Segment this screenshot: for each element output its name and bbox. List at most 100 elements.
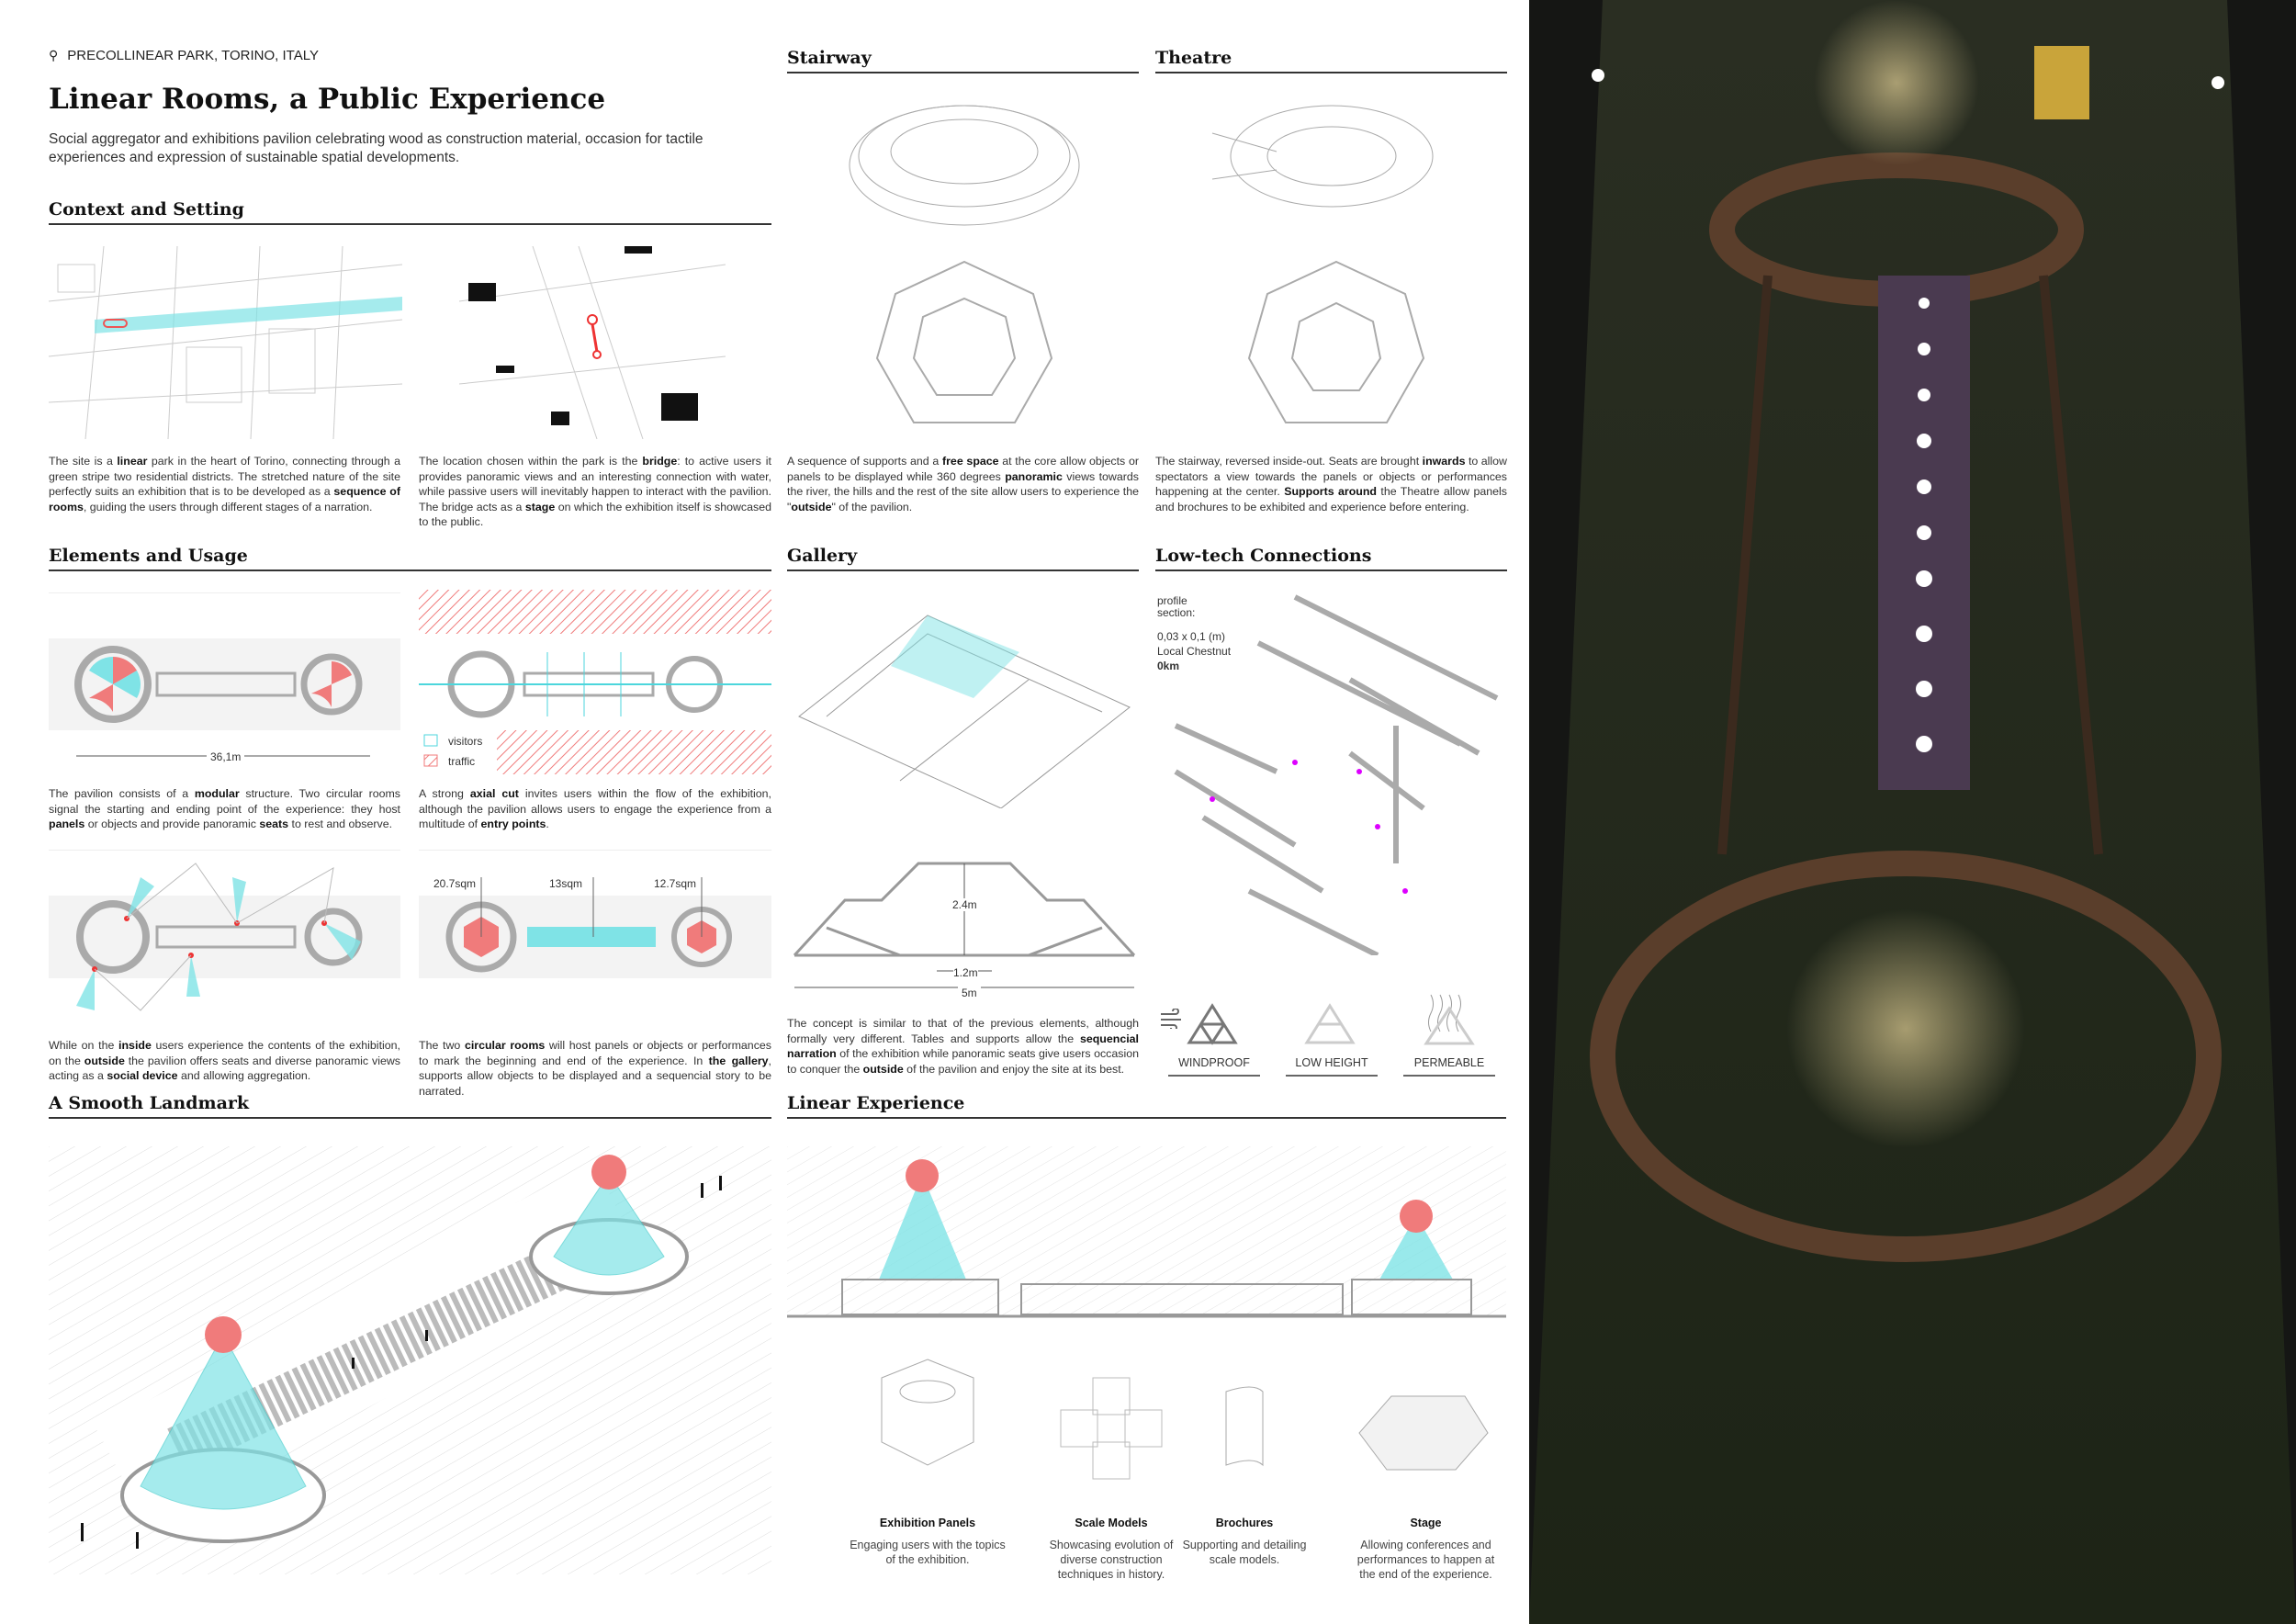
emphasis-text: modular bbox=[194, 787, 240, 800]
text-segment: on which the exhibition itself is showca… bbox=[419, 500, 771, 529]
heading-theatre: Theatre bbox=[1155, 48, 1507, 73]
modular-plan-diagram bbox=[49, 592, 400, 757]
low-height-icon bbox=[1304, 1003, 1356, 1044]
emphasis-text: linear bbox=[117, 455, 148, 468]
text-segment: users experience the contents of the exh… bbox=[49, 1039, 400, 1067]
length-label: 36,1m bbox=[207, 750, 245, 763]
height-label: 2.4m bbox=[952, 898, 977, 911]
profile-label: profile section: bbox=[1157, 594, 1196, 619]
brochures-drawing bbox=[1225, 1386, 1264, 1467]
location-pin-icon: ⚲ bbox=[49, 48, 59, 62]
social-device-diagram bbox=[49, 850, 400, 1011]
text-segment: of the exhibition while panoramic seats … bbox=[787, 1047, 1139, 1076]
item-title: Scale Models bbox=[1075, 1517, 1148, 1529]
theatre-plan bbox=[1247, 260, 1425, 423]
area-label-2: 13sqm bbox=[549, 877, 583, 890]
emphasis-text: free space bbox=[941, 455, 999, 468]
heading-lowtech: Low-tech Connections bbox=[1155, 546, 1507, 571]
exhibition-panels-drawing bbox=[881, 1359, 974, 1466]
landmark-axonometric bbox=[49, 1146, 771, 1574]
heading-stairway: Stairway bbox=[787, 48, 1139, 73]
location: ⚲ PRECOLLINEAR PARK, TORINO, ITALY bbox=[49, 48, 319, 63]
text-segment: views towards the river, the hills and t… bbox=[787, 469, 1139, 513]
night-render-photo bbox=[1529, 0, 2296, 1624]
text-segment: and allowing aggregation. bbox=[177, 1069, 311, 1082]
site-map bbox=[49, 246, 402, 439]
text-segment: at the core allow objects or panels to b… bbox=[787, 455, 1139, 483]
text-segment: structure. Two circular rooms signal the… bbox=[49, 787, 400, 816]
width-label-2: 5m bbox=[958, 987, 981, 999]
emphasis-text: sequence of rooms bbox=[49, 485, 400, 513]
emphasis-text: stage bbox=[524, 500, 556, 513]
text-segment: While on the bbox=[49, 1039, 119, 1052]
emphasis-text: Supports around bbox=[1284, 485, 1377, 498]
text-segment: . bbox=[546, 818, 549, 830]
axial-cut-diagram bbox=[419, 590, 771, 774]
emphasis-text: axial cut bbox=[469, 787, 519, 800]
text-segment: the pavilion offers seats and diverse pa… bbox=[49, 1054, 400, 1083]
heading-linear: Linear Experience bbox=[787, 1093, 1506, 1119]
scale-models-drawing bbox=[1060, 1377, 1163, 1480]
item-desc: Allowing conferences and performances to… bbox=[1356, 1539, 1495, 1581]
emphasis-text: inwards bbox=[1422, 455, 1466, 468]
context-text-2: The location chosen within the park is t… bbox=[419, 454, 771, 530]
room-areas-diagram bbox=[419, 850, 771, 978]
area-label-3: 12.7sqm bbox=[654, 877, 697, 890]
item-title: Brochures bbox=[1215, 1517, 1274, 1529]
text-segment: A strong bbox=[419, 787, 470, 800]
theatre-axonometric bbox=[1211, 105, 1434, 208]
heading-context: Context and Setting bbox=[49, 199, 771, 225]
emphasis-text: social device bbox=[107, 1069, 178, 1082]
text-segment: invites users within the flow of the exh… bbox=[419, 787, 771, 830]
text-segment: The two bbox=[419, 1039, 465, 1052]
gallery-text: The concept is similar to that of the pr… bbox=[787, 1016, 1139, 1077]
text-segment: A sequence of supports and a bbox=[787, 455, 942, 468]
text-segment: will host panels or objects or performan… bbox=[419, 1039, 771, 1067]
item-desc: Supporting and detailing scale models. bbox=[1182, 1539, 1307, 1566]
area-label-1: 20.7sqm bbox=[433, 877, 477, 890]
text-segment: , supports allow objects to be displayed… bbox=[419, 1054, 771, 1098]
stage-drawing bbox=[1358, 1395, 1489, 1471]
item-title: Exhibition Panels bbox=[879, 1517, 976, 1529]
text-segment: , guiding the users through different st… bbox=[83, 500, 373, 513]
legend-visitors: visitors bbox=[448, 735, 483, 748]
stairway-plan bbox=[875, 260, 1053, 423]
text-segment: the Theatre allow panels and brochures t… bbox=[1155, 485, 1508, 513]
text-segment: The stairway, reversed inside-out. Seats… bbox=[1155, 455, 1423, 468]
theatre-text: The stairway, reversed inside-out. Seats… bbox=[1155, 454, 1507, 514]
bridge-map bbox=[459, 246, 726, 439]
text-segment: of the pavilion and enjoy the site at it… bbox=[903, 1062, 1125, 1076]
emphasis-text: bridge bbox=[642, 455, 678, 468]
context-text-1: The site is a linear park in the heart o… bbox=[49, 454, 400, 514]
emphasis-text: the gallery bbox=[708, 1054, 769, 1067]
text-segment: park in the heart of Torino, connecting … bbox=[49, 455, 401, 498]
legend-traffic: traffic bbox=[448, 755, 476, 768]
joint-exploded-axonometric bbox=[1174, 594, 1499, 955]
wind-icon bbox=[1161, 1009, 1181, 1029]
permeable-icon bbox=[1424, 994, 1475, 1045]
lowtech-label-windproof: WINDPROOF bbox=[1168, 1056, 1260, 1077]
text-segment: The concept is similar to that of the pr… bbox=[787, 1017, 1139, 1045]
gallery-axonometric bbox=[798, 615, 1131, 808]
windproof-icon bbox=[1187, 1003, 1238, 1045]
elements-text-2: A strong axial cut invites users within … bbox=[419, 786, 771, 832]
width-label-1: 1.2m bbox=[953, 966, 978, 979]
emphasis-text: sequencial narration bbox=[787, 1032, 1139, 1061]
text-segment: to allow spectators a view towards the p… bbox=[1155, 455, 1507, 498]
subtitle: Social aggregator and exhibitions pavili… bbox=[49, 131, 703, 165]
heading-landmark: A Smooth Landmark bbox=[49, 1093, 771, 1119]
emphasis-text: outside bbox=[791, 500, 832, 513]
emphasis-text: entry points bbox=[480, 818, 546, 830]
text-segment: or objects and provide panoramic bbox=[84, 818, 260, 830]
lowtech-label-low-height: LOW HEIGHT bbox=[1286, 1056, 1378, 1077]
text-segment: The location chosen within the park is t… bbox=[419, 455, 643, 468]
text-segment: The pavilion consists of a bbox=[49, 787, 195, 800]
page-title: Linear Rooms, a Public Experience bbox=[49, 83, 606, 116]
elements-text-4: The two circular rooms will host panels … bbox=[419, 1038, 771, 1099]
stairway-axonometric bbox=[849, 105, 1080, 226]
heading-gallery: Gallery bbox=[787, 546, 1139, 571]
